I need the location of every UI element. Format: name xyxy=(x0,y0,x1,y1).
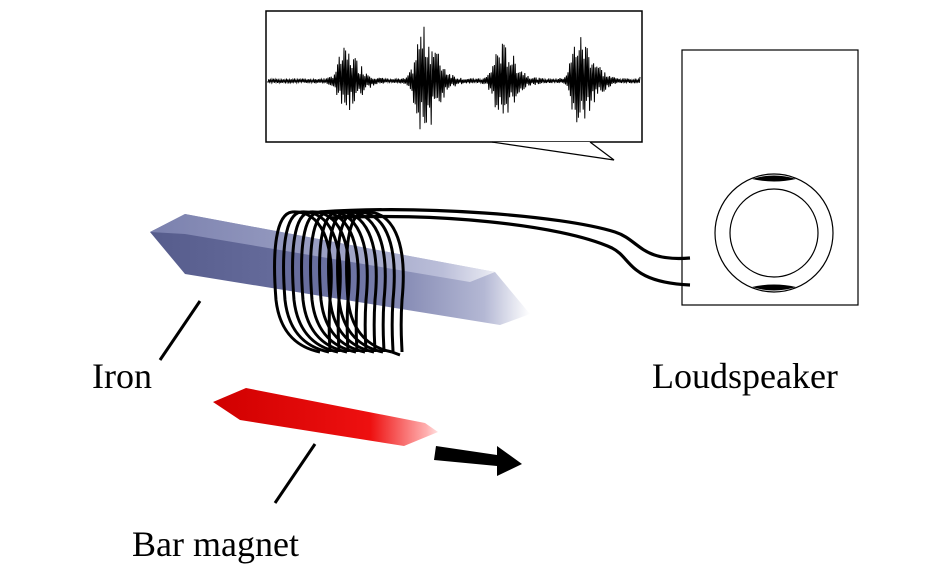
waveform-callout-pointer xyxy=(491,141,615,161)
coil-leads xyxy=(319,208,691,287)
bar-magnet-label: Bar magnet xyxy=(132,524,299,564)
waveform-display xyxy=(265,10,643,161)
loudspeaker xyxy=(681,49,859,306)
coil-lead-upper xyxy=(319,208,691,261)
arrow-right-icon xyxy=(434,446,522,476)
bar-magnet xyxy=(213,388,438,446)
coil xyxy=(273,210,405,357)
magnet-leader-line xyxy=(273,443,317,504)
coil-tail xyxy=(391,350,401,357)
iron-rod-top-face xyxy=(150,214,495,282)
waveform-trace xyxy=(267,26,641,130)
iron-leader-line xyxy=(158,300,202,361)
loudspeaker-label: Loudspeaker xyxy=(652,356,838,396)
iron-label: Iron xyxy=(92,356,152,396)
bar-magnet-body xyxy=(213,388,438,446)
speaker-cone-icon xyxy=(714,173,834,293)
coil-lead-lower xyxy=(329,214,691,287)
